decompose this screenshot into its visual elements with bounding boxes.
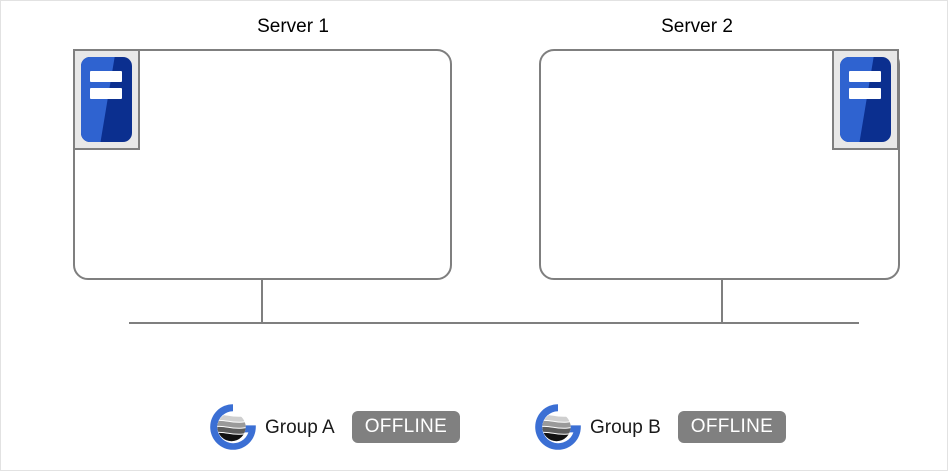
group-globe-icon — [535, 404, 581, 450]
group-globe-icon — [210, 404, 256, 450]
server-icon-bar-top — [90, 71, 122, 83]
server-icon-bar-top — [849, 71, 881, 83]
server-1-network-connector — [261, 280, 263, 324]
group-a-status-badge[interactable]: OFFLINE — [351, 411, 461, 443]
server-2-network-connector — [721, 280, 723, 324]
server-icon-bar-bottom — [849, 88, 881, 100]
legend-group-b[interactable]: Group B OFFLINE — [532, 401, 787, 453]
server-icon — [840, 57, 891, 142]
group-a-label: Group A — [265, 416, 335, 438]
group-b-label: Group B — [590, 416, 661, 438]
server-icon-bar-bottom — [90, 88, 122, 100]
server-2-title: Server 2 — [661, 16, 733, 37]
server-1-title: Server 1 — [257, 16, 329, 37]
group-b-status-badge[interactable]: OFFLINE — [677, 411, 787, 443]
legend-group-a[interactable]: Group A OFFLINE — [207, 401, 461, 453]
server-1-icon-frame[interactable] — [73, 49, 140, 150]
server-2-icon-frame[interactable] — [832, 49, 899, 150]
network-bus-line — [129, 322, 859, 324]
server-icon — [81, 57, 132, 142]
